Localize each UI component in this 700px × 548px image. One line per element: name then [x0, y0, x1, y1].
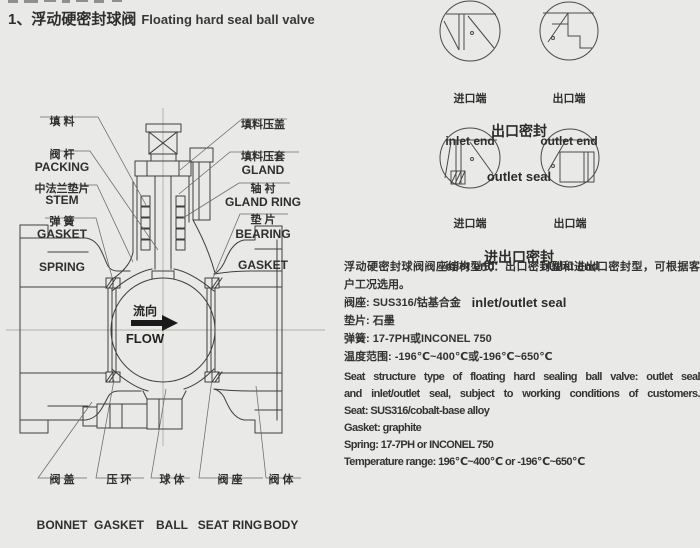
- flow-bore: [19, 286, 283, 374]
- valve-drawing: [6, 0, 600, 479]
- label-bearing: 轴 衬 BEARING: [221, 152, 305, 257]
- label-bonnet-zh: 阀 盖: [49, 474, 75, 486]
- label-stem-en: STEM: [45, 193, 79, 207]
- label-stem-zh: 阀 杆: [49, 149, 75, 161]
- label-mid-flange-gasket: 中法兰垫片 GASKET: [22, 152, 102, 257]
- seat-assembly-left: [105, 277, 121, 383]
- outlet-seal-inlet-end-zh: 进口端: [453, 93, 487, 105]
- outlet-seal-caption-en: outlet seal: [486, 169, 552, 184]
- inlet-outlet-seal-inlet-end-label: 进口端 inlet end: [430, 189, 510, 287]
- label-body-en: BODY: [263, 518, 299, 532]
- inlet-outlet-seal-outlet-end-label: 出口端 outlet end: [530, 189, 610, 287]
- stem-assembly: [110, 123, 216, 281]
- spec-zh-line1: 浮动硬密封球阀阀座结构型式：出口密封型和进出口密封型，可根据客: [344, 261, 700, 273]
- label-gasket-bottom-zh: 压 环: [106, 474, 132, 486]
- title-en: Floating hard seal ball valve: [141, 12, 315, 27]
- label-gasket-right-en: GASKET: [237, 258, 288, 272]
- catalog-page: { "heading": { "prefix": "1、", "zh": "浮动…: [6, 0, 700, 532]
- spec-en-temperature: Temperature range: 196℃~400℃ or -196℃~65…: [344, 456, 585, 468]
- label-mid-flange-gasket-zh: 中法兰垫片: [34, 183, 90, 195]
- spec-en-line2: and inlet/outlet seal, subject to workin…: [344, 388, 700, 400]
- spec-text-en: Seat structure type of floating hard sea…: [344, 369, 700, 471]
- centerlines: [6, 108, 325, 446]
- inlet-outlet-seal-inlet-end-zh: 进口端: [453, 218, 487, 230]
- label-gland-ring-zh: 填料压套: [241, 151, 285, 163]
- cutoff-text-marks: [8, 0, 122, 3]
- detail-outlet-seal-inlet-end: [439, 0, 501, 62]
- outlet-seal-outlet-end-en: outlet end: [540, 134, 598, 148]
- outlet-seal-outlet-end-zh: 出口端: [552, 93, 586, 105]
- spec-en-seat: Seat: SUS316/cobalt-base alloy: [344, 405, 490, 417]
- spec-zh-temperature: 温度范围: -196℃~400℃或-196℃~650℃: [344, 351, 553, 363]
- label-packing-en: PACKING: [34, 160, 90, 174]
- spec-zh-seat: 阀座: SUS316/钴基合金: [344, 297, 461, 309]
- leader-lines: [37, 116, 301, 479]
- spec-zh-line2: 户工况选用。: [344, 279, 410, 291]
- outlet-seal-inlet-end-en: inlet end: [445, 134, 495, 148]
- flow-arrow: [131, 315, 178, 331]
- spec-zh-spring: 弹簧: 17-7PH或INCONEL 750: [344, 333, 492, 345]
- outlet-seal-caption: 出口密封 outlet seal: [449, 94, 589, 199]
- left-flange-bonnet: [19, 224, 142, 434]
- drain-plug: [82, 390, 187, 430]
- spec-en-spring: Spring: 17-7PH or INCONEL 750: [344, 439, 494, 451]
- inlet-outlet-seal-outlet-end-zh: 出口端: [553, 218, 587, 230]
- seal-detail-circles: [439, 0, 600, 189]
- flow-label-en: FLOW: [125, 331, 165, 346]
- label-gland-en: GLAND: [241, 163, 285, 177]
- label-bearing-zh: 轴 衬: [250, 183, 276, 195]
- label-body-zh: 阀 体: [268, 474, 294, 486]
- inlet-outlet-seal-outlet-end-en: outlet end: [541, 259, 599, 273]
- outlet-seal-outlet-end-label: 出口端 outlet end: [529, 64, 609, 162]
- label-gasket-right: 垫 片 GASKET: [221, 183, 305, 288]
- label-gasket-right-zh: 垫 片: [250, 214, 276, 226]
- detail-outlet-seal-outlet-end: [539, 1, 599, 61]
- label-ball-zh: 球 体: [159, 474, 185, 486]
- label-mid-flange-gasket-en: GASKET: [36, 227, 87, 241]
- spec-zh-gasket: 垫片: 石墨: [344, 315, 395, 327]
- inlet-outlet-seal-inlet-end-en: inlet end: [445, 259, 495, 273]
- spec-en-line1: Seat structure type of floating hard sea…: [344, 371, 700, 383]
- outlet-seal-inlet-end-label: 进口端 inlet end: [430, 64, 510, 162]
- label-spring: 弹 簧 SPRING: [22, 185, 102, 290]
- ball: [110, 268, 216, 392]
- label-seat-ring-zh: 阀 座: [217, 474, 243, 486]
- inlet-outlet-seal-caption-zh: 进出口密封: [484, 249, 554, 265]
- outlet-seal-caption-zh: 出口密封: [491, 123, 547, 139]
- label-gland-ring: 填料压套 GLAND RING: [221, 120, 305, 225]
- label-bearing-en: BEARING: [235, 227, 291, 241]
- section-number: 1、: [8, 11, 32, 28]
- spec-text-zh: 浮动硬密封球阀阀座结构型式：出口密封型和进出口密封型，可根据客 户工况选用。 阀…: [344, 258, 700, 366]
- label-packing-zh: 填 料: [49, 116, 75, 128]
- label-gland-ring-en: GLAND RING: [225, 195, 301, 209]
- label-packing: 填 料 PACKING: [22, 85, 102, 190]
- label-gland-zh: 填料压盖: [241, 119, 285, 131]
- label-spring-zh: 弹 簧: [49, 216, 75, 228]
- label-body: 阀 体 BODY: [246, 443, 316, 548]
- label-spring-en: SPRING: [38, 260, 85, 274]
- title-zh: 浮动硬密封球阀: [31, 11, 137, 28]
- detail-inlet-outlet-seal-inlet-end: [439, 127, 501, 189]
- label-stem: 阀 杆 STEM: [22, 118, 102, 223]
- detail-inlet-outlet-seal-outlet-end: [540, 128, 600, 188]
- inlet-outlet-seal-caption: 进出口密封 inlet/outlet seal: [444, 220, 594, 325]
- spec-en-gasket: Gasket: graphite: [344, 422, 422, 434]
- flow-label-zh: 流向: [132, 304, 157, 318]
- label-gland: 填料压盖 GLAND: [221, 88, 305, 193]
- right-flange-body: [213, 225, 283, 434]
- inlet-outlet-seal-caption-en: inlet/outlet seal: [471, 295, 567, 310]
- page-title: 1、浮动硬密封球阀 Floating hard seal ball valve: [8, 8, 315, 29]
